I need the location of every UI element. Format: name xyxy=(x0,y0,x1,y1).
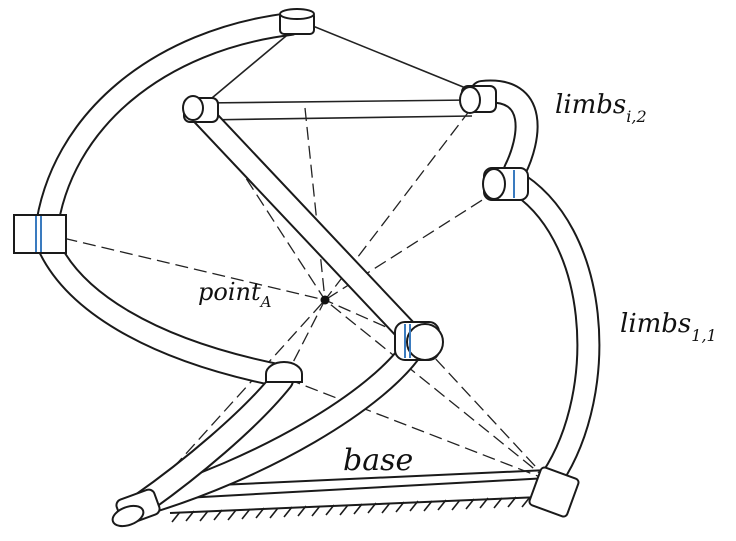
joint-left xyxy=(13,214,67,254)
label-limb-lower: limbs1,1 xyxy=(620,309,717,345)
top-platform-rods xyxy=(199,19,479,121)
joint-bottom-left-foot xyxy=(111,488,161,528)
joints xyxy=(13,8,580,528)
joint-upper-left xyxy=(182,95,219,123)
ground-hatching xyxy=(169,496,541,523)
joint-bottom-right-foot xyxy=(528,466,580,518)
joint-bottom-middle xyxy=(265,361,303,383)
joint-top-right xyxy=(459,85,497,114)
label-point-a-sub: A xyxy=(259,293,272,311)
label-limb-lower-main: limbs xyxy=(620,309,691,339)
label-limb-upper-main: limbs xyxy=(555,90,626,120)
point-a-marker xyxy=(320,295,330,305)
joint-right xyxy=(482,167,529,201)
joint-middle-right xyxy=(394,321,444,361)
label-point-a: pointA xyxy=(198,278,272,311)
label-limb-lower-sub: 1,1 xyxy=(691,326,716,345)
label-base: base xyxy=(343,443,413,478)
label-point-a-main: point xyxy=(198,278,261,306)
limbs xyxy=(34,12,601,517)
joint-top xyxy=(279,8,315,35)
label-limb-upper: limbsi,2 xyxy=(555,90,647,126)
label-limb-upper-sub: i,2 xyxy=(626,107,646,126)
